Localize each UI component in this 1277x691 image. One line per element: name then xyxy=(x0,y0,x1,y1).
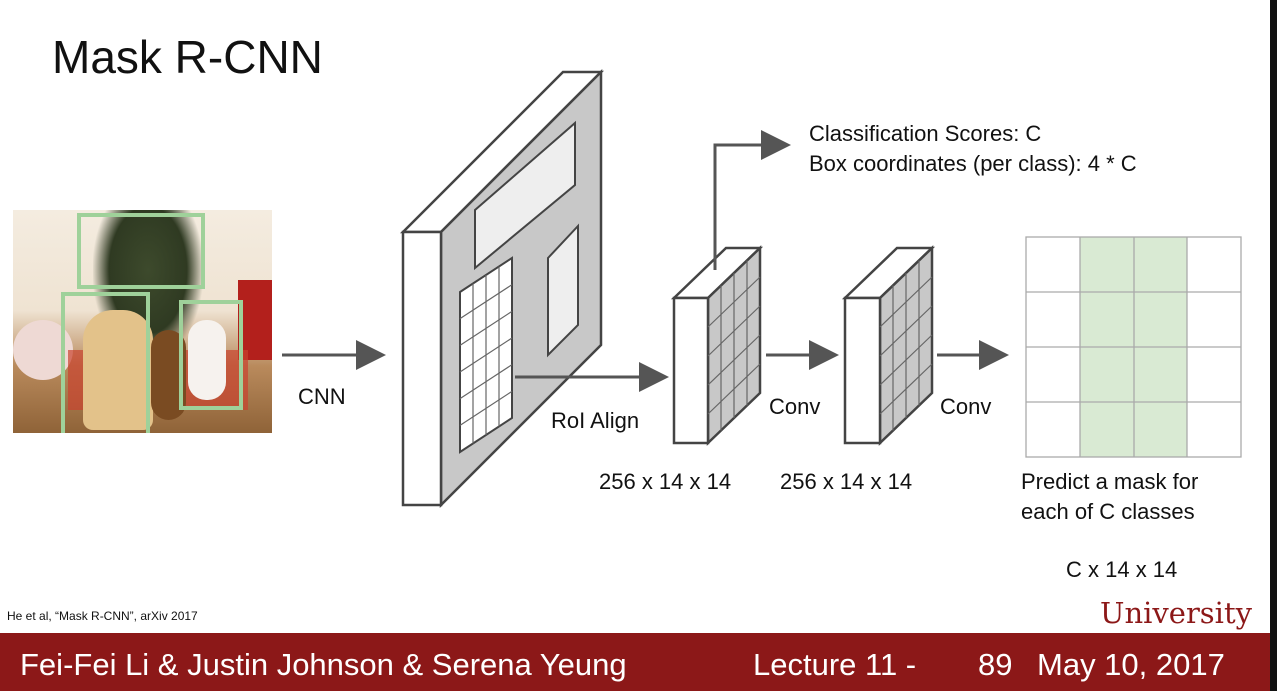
arrow-classification xyxy=(713,130,791,270)
footer-date: May 10, 2017 xyxy=(1037,647,1225,682)
label-box-coords: Box coordinates (per class): 4 * C xyxy=(809,151,1137,176)
grid-line xyxy=(879,305,933,357)
grid-line xyxy=(459,390,513,426)
label-dim-2: 256 x 14 x 14 xyxy=(780,469,913,494)
footer-bar: Fei-Fei Li & Justin Johnson & Serena Yeu… xyxy=(0,633,1270,691)
label-roi-align: RoI Align xyxy=(551,408,640,433)
label-conv-2: Conv xyxy=(940,394,992,419)
citation: He et al, “Mask R-CNN”, arXiv 2017 xyxy=(7,609,198,623)
label-dim-1: 256 x 14 x 14 xyxy=(599,469,732,494)
label-conv-1: Conv xyxy=(769,394,821,419)
grid-line xyxy=(707,363,761,415)
grid-line xyxy=(879,334,933,386)
label-mask-dim: C x 14 x 14 xyxy=(1066,557,1178,582)
grid-line xyxy=(459,364,513,400)
bbox-cat xyxy=(179,300,243,410)
label-class-scores: Classification Scores: C xyxy=(809,121,1042,146)
grid-line xyxy=(707,276,761,328)
footer-lecture: Lecture 11 - xyxy=(753,647,917,682)
grid-line xyxy=(459,284,513,320)
window-edge xyxy=(1270,0,1277,691)
label-cnn: CNN xyxy=(298,384,346,409)
grid-line xyxy=(879,276,933,328)
input-image xyxy=(13,210,272,433)
grid-line xyxy=(879,363,933,415)
slide-title: Mask R-CNN xyxy=(52,31,323,83)
footer-page: 89 xyxy=(978,647,1013,682)
label-predict-1: Predict a mask for xyxy=(1021,469,1199,494)
bbox-dog xyxy=(61,292,150,433)
grid-line xyxy=(459,337,513,373)
bbox-tree xyxy=(77,213,205,289)
grid-line xyxy=(707,334,761,386)
footer-overlay-text: University xyxy=(1100,596,1252,630)
mask-grid xyxy=(1025,236,1242,458)
grid-line xyxy=(707,305,761,357)
footer-authors: Fei-Fei Li & Justin Johnson & Serena Yeu… xyxy=(20,647,627,682)
feature-map-block xyxy=(399,68,605,509)
label-predict-2: each of C classes xyxy=(1021,499,1195,524)
grid-line xyxy=(459,310,513,346)
